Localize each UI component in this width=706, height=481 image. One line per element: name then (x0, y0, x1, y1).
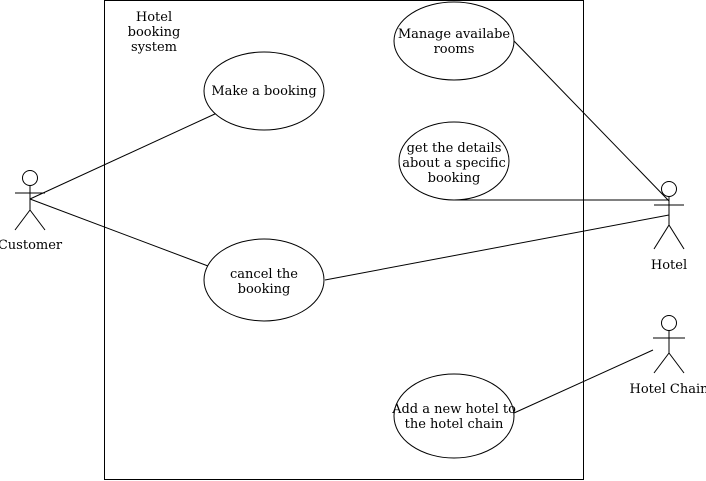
system-boundary (104, 0, 584, 480)
actor-hotel-left-leg (653, 224, 670, 250)
associations (29, 40, 670, 414)
actor-hotel-chain-left-leg (653, 352, 670, 374)
actor-hotel-head (661, 181, 677, 197)
actor-hotel-chain-right-leg (668, 352, 685, 374)
actor-customer-figure[interactable] (14, 170, 46, 231)
actor-customer-head (22, 170, 38, 186)
association-hotel-cancel-booking (324, 214, 670, 281)
actor-hotel-right-leg (668, 224, 685, 250)
association-hotel-chain-add-hotel (513, 349, 654, 414)
use-case-cancel-booking[interactable] (203, 238, 325, 322)
actor-hotel-figure[interactable] (653, 181, 685, 250)
association-hotel-manage-rooms (513, 40, 670, 202)
association-customer-make-booking (29, 112, 218, 200)
actor-hotel-chain-head (661, 315, 677, 331)
actor-customer-left-leg (14, 209, 31, 231)
actor-customer-right-leg (29, 209, 46, 231)
association-customer-cancel-booking (29, 198, 209, 267)
use-case-add-hotel[interactable] (393, 373, 515, 459)
use-case-manage-rooms[interactable] (393, 1, 515, 81)
use-case-make-booking[interactable] (203, 51, 325, 131)
use-case-booking-details[interactable] (398, 121, 510, 201)
actor-hotel-chain-figure[interactable] (653, 315, 685, 374)
